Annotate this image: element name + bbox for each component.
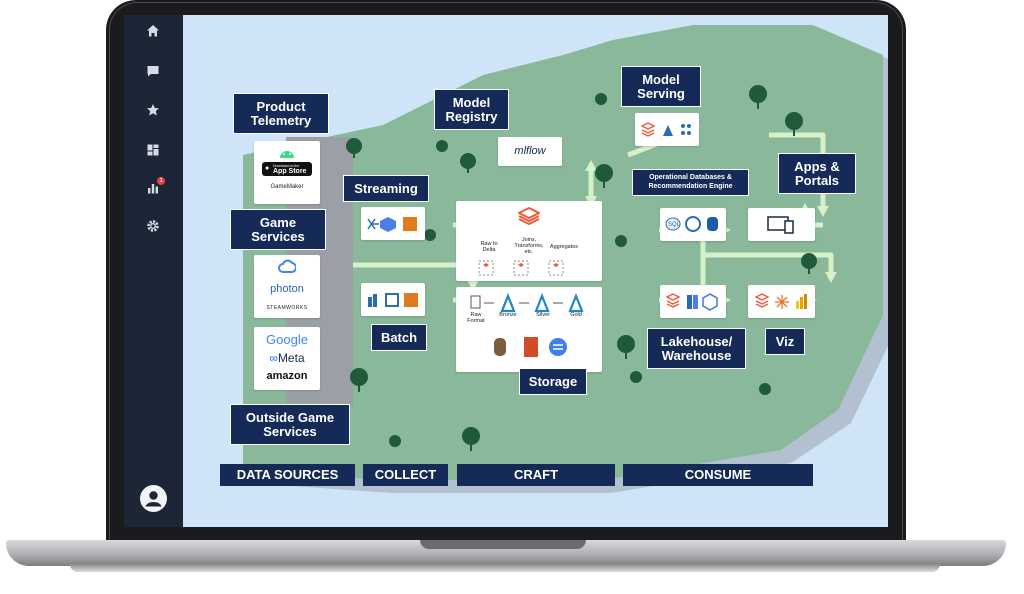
step-aggregates: Aggregates: [544, 244, 584, 250]
sql-icon-text: SQL: [668, 222, 681, 228]
meta-logo: ∞Meta: [269, 351, 305, 365]
stage-craft: CRAFT: [457, 464, 615, 486]
step-label: Delta: [482, 247, 496, 253]
tier-raw-format: Raw Format: [464, 312, 488, 324]
label-line: Outside Game: [245, 410, 335, 425]
tier-bronze: Bronze: [499, 312, 517, 318]
label-lakehouse-warehouse: Lakehouse/Warehouse: [647, 328, 746, 369]
mlflow-logo: mlflow: [514, 145, 546, 157]
step-label: Transforms,: [514, 243, 544, 249]
databricks-icon: [518, 207, 540, 225]
tier-label: Raw: [470, 312, 482, 318]
label-line: Apps &: [794, 159, 840, 174]
label-storage: Storage: [519, 368, 587, 395]
step-label: Joins,: [521, 237, 537, 243]
home-icon[interactable]: [142, 22, 164, 44]
laptop-screen: 1: [124, 15, 888, 527]
user-avatar[interactable]: [140, 485, 167, 512]
tier-label: Format: [467, 318, 485, 324]
batch-icons: [368, 293, 418, 307]
step-label: Raw to: [480, 241, 498, 247]
architecture-diagram: Download on the App Store ● GameMaker ph…: [183, 15, 888, 527]
amazon-logo: amazon: [266, 370, 308, 382]
streaming-icons: [367, 217, 417, 232]
android-icon: [280, 151, 294, 158]
laptop-foot: [70, 564, 940, 572]
label-line: Telemetry: [250, 113, 312, 128]
photon-logo: photon: [270, 283, 304, 295]
label-line: Product: [256, 99, 306, 114]
gamemaker-logo: GameMaker: [270, 184, 304, 190]
dashboard-icon[interactable]: [142, 141, 164, 163]
database-icons: SQL: [665, 216, 718, 232]
devices-icon: [767, 216, 794, 234]
label-line: Registry: [445, 109, 498, 124]
google-logo: Google: [266, 332, 308, 347]
batch-tools: [361, 283, 425, 316]
tier-silver: Silver: [536, 312, 550, 318]
label-line: Model: [452, 95, 491, 110]
stage-collect: COLLECT: [363, 464, 448, 486]
step-label: Aggregates: [549, 244, 579, 250]
app-store-badge: Download on the App Store ●: [262, 162, 312, 176]
chat-icon[interactable]: [142, 62, 164, 84]
label-line: Services: [263, 424, 317, 439]
steamworks-logo: STEAMWORKS: [266, 305, 308, 311]
label-batch: Batch: [371, 324, 427, 351]
star-icon[interactable]: [142, 101, 164, 123]
streaming-tools: [361, 207, 425, 240]
meta-icon: ∞: [269, 351, 278, 365]
label-line: Operational Databases &: [649, 174, 732, 181]
app-store-text: App Store: [273, 168, 307, 175]
step-joins-transforms: Joins, Transforms, etc.: [511, 237, 547, 255]
model-serving-tools: [635, 113, 699, 146]
laptop-notch: [420, 540, 586, 549]
storage-icons: [494, 337, 567, 357]
label-line: Services: [251, 229, 305, 244]
label-line: Model: [642, 72, 680, 87]
apple-icon: ●: [265, 165, 270, 172]
game-services-sources: photon STEAMWORKS: [254, 255, 320, 318]
label-line: Game: [259, 215, 297, 230]
label-line: Portals: [794, 173, 840, 188]
app-sidebar: 1: [124, 15, 183, 527]
tier-gold: Gold: [570, 312, 582, 318]
viz-tools: [748, 285, 815, 318]
analytics-icon[interactable]: [142, 179, 164, 201]
mlflow-registry: mlflow: [498, 137, 562, 166]
storage-panel: Raw Format Bronze Silver Gold: [456, 287, 602, 372]
label-line: Serving: [637, 86, 685, 101]
stage-data-sources: DATA SOURCES: [220, 464, 355, 486]
label-line: Lakehouse/: [660, 334, 733, 349]
apps-portals-tools: [748, 208, 815, 241]
app-store-caption: Download on the: [273, 164, 300, 168]
viz-icons: [754, 293, 807, 309]
step-label: etc.: [524, 249, 534, 255]
stage-consume: CONSUME: [623, 464, 813, 486]
product-telemetry-sources: Download on the App Store ● GameMaker: [254, 141, 320, 204]
settings-icon[interactable]: [142, 217, 164, 239]
outside-game-services-sources: Google ∞Meta amazon: [254, 327, 320, 390]
lakehouse-tools: [660, 285, 726, 318]
lakehouse-icons: [665, 293, 718, 311]
step-raw-to-delta: Raw to Delta: [474, 241, 504, 253]
operational-db-tools: SQL: [660, 208, 726, 241]
google-cloud-icon: [278, 259, 296, 273]
notification-badge: 1: [157, 177, 165, 185]
step-connectors: [478, 260, 564, 276]
label-line: Warehouse: [661, 348, 732, 363]
label-viz: Viz: [765, 328, 805, 355]
model-serving-icons: [641, 122, 691, 137]
label-operational-databases: Operational Databases & Recommendation En…: [632, 169, 749, 196]
craft-processing-panel: Raw to Delta Joins, Transforms, etc. Agg…: [456, 201, 602, 281]
medallion-tiers: [470, 293, 584, 313]
label-apps-portals: Apps &Portals: [778, 153, 856, 194]
label-streaming: Streaming: [343, 175, 429, 202]
label-line: Recommendation Engine: [648, 183, 733, 190]
